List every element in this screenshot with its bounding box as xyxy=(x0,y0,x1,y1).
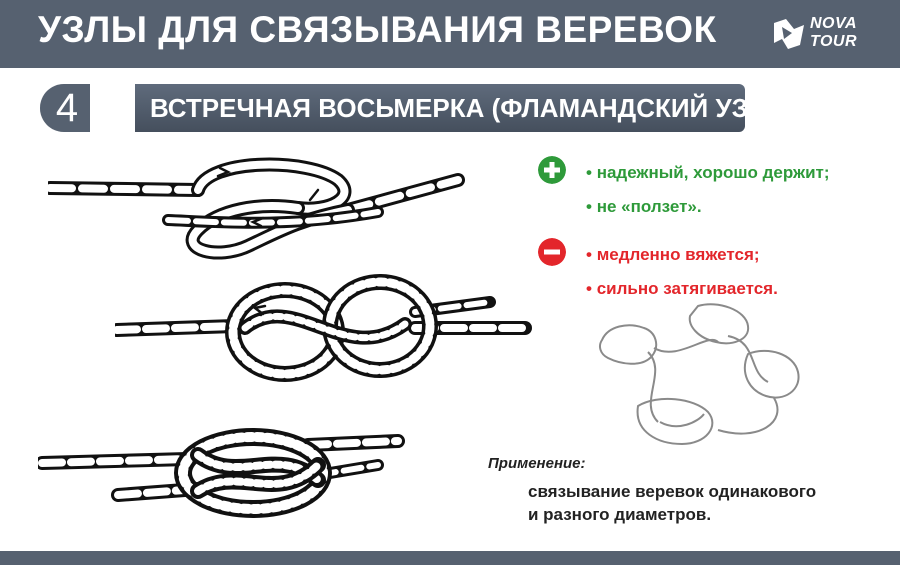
header-bar: УЗЛЫ ДЛЯ СВЯЗЫВАНИЯ ВЕРЕВОК NOVA TOUR xyxy=(0,0,900,68)
pros-item: надежный, хорошо держит; xyxy=(586,156,878,190)
hands-tying-illustration xyxy=(599,303,800,445)
cons-item: сильно затягивается. xyxy=(586,272,878,306)
application-line-2: и разного диаметров. xyxy=(528,505,712,524)
application-line-1: связывание веревок одинакового xyxy=(528,482,817,501)
application-text: связывание веревок одинакового и разного… xyxy=(528,480,878,526)
cons-group: медленно вяжется; сильно затягивается. xyxy=(538,238,878,306)
section-number: 4 xyxy=(55,86,79,130)
knot-illustration-tight xyxy=(38,428,405,518)
minus-circle-icon xyxy=(538,238,566,266)
section-number-tab xyxy=(40,84,135,132)
knot-illustration-loose xyxy=(48,157,465,260)
logo-text-nova: NOVA xyxy=(810,15,858,32)
plus-circle-icon xyxy=(538,156,566,184)
logo-mark-icon xyxy=(774,19,804,49)
pros-cons-list: надежный, хорошо держит; не «ползет». ме… xyxy=(538,156,878,306)
section-header: 4 ВСТРЕЧНАЯ ВОСЬМЕРКА (ФЛАМАНДСКИЙ УЗЕЛ) xyxy=(40,84,792,132)
cons-item: медленно вяжется; xyxy=(586,238,878,272)
application-block: Применение: связывание веревок одинаково… xyxy=(488,455,878,526)
pros-item: не «ползет». xyxy=(586,190,878,224)
pros-group: надежный, хорошо держит; не «ползет». xyxy=(538,156,878,224)
logo-text-tour: TOUR xyxy=(810,33,858,50)
knot-illustration-tightening xyxy=(115,274,532,382)
nova-tour-logo: NOVA TOUR xyxy=(772,14,887,56)
footer-bar xyxy=(0,551,900,565)
page-title: УЗЛЫ ДЛЯ СВЯЗЫВАНИЯ ВЕРЕВОК xyxy=(38,9,717,50)
application-label: Применение: xyxy=(488,455,586,472)
section-title: ВСТРЕЧНАЯ ВОСЬМЕРКА (ФЛАМАНДСКИЙ УЗЕЛ) xyxy=(150,93,793,123)
